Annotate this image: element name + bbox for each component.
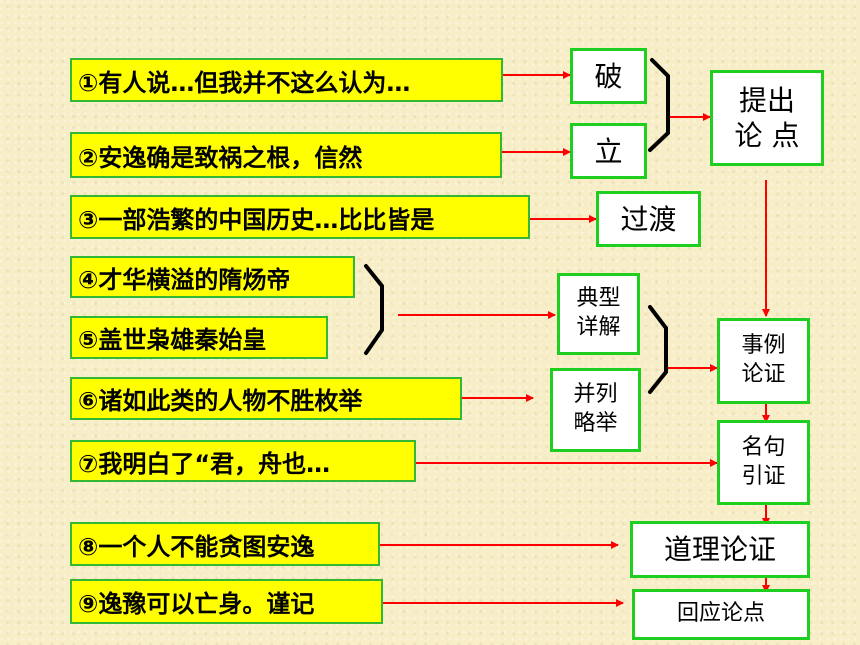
item-9: ⑨逸豫可以亡身。谨记 bbox=[70, 579, 383, 624]
item-6: ⑥诸如此类的人物不胜枚举 bbox=[70, 377, 462, 420]
label-guodu: 过渡 bbox=[596, 191, 701, 247]
bracket-4-5 bbox=[364, 264, 384, 355]
label-li: 立 bbox=[570, 123, 647, 179]
label-binglie: 并列 略举 bbox=[550, 368, 641, 452]
item-4: ④才华横溢的隋炀帝 bbox=[70, 256, 355, 298]
label-tichu: 提出 论 点 bbox=[710, 70, 824, 166]
bracket-dianxing-binglie bbox=[648, 305, 668, 394]
item-8: ⑧一个人不能贪图安逸 bbox=[70, 522, 380, 566]
item-7: ⑦我明白了“君，舟也… bbox=[70, 440, 416, 482]
label-mingju: 名句 引证 bbox=[717, 420, 810, 505]
label-dianxing: 典型 详解 bbox=[557, 273, 640, 355]
label-huiying: 回应论点 bbox=[632, 589, 810, 640]
item-2: ②安逸确是致祸之根，信然 bbox=[70, 132, 502, 178]
label-daoli: 道理论证 bbox=[630, 521, 810, 578]
label-shili: 事例 论证 bbox=[717, 318, 810, 404]
item-5: ⑤盖世枭雄秦始皇 bbox=[70, 316, 328, 359]
label-po: 破 bbox=[570, 48, 647, 104]
item-3: ③一部浩繁的中国历史…比比皆是 bbox=[70, 195, 530, 239]
item-1: ①有人说…但我并不这么认为… bbox=[70, 58, 503, 102]
bracket-po-li bbox=[648, 58, 670, 152]
